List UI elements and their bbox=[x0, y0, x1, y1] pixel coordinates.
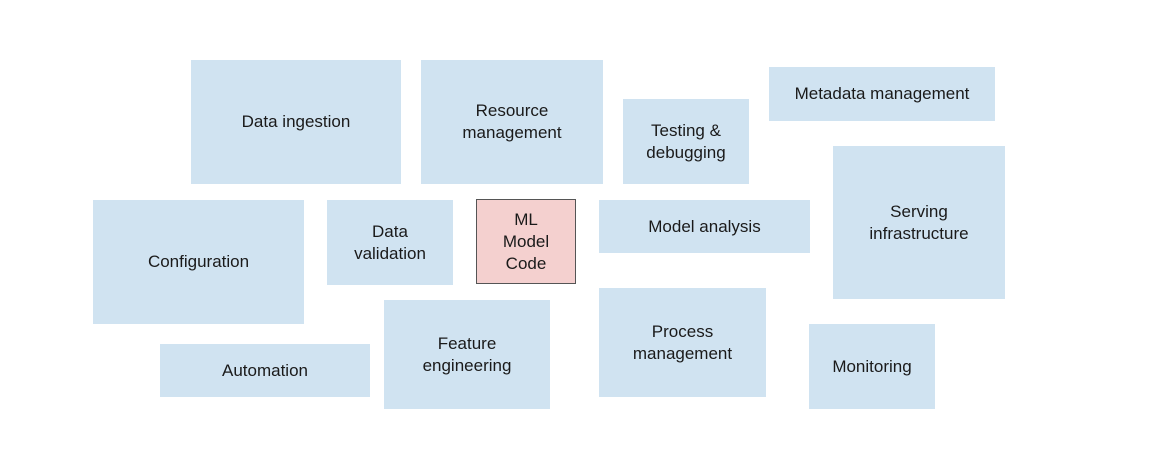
serving-infrastructure-label: Serving infrastructure bbox=[869, 201, 969, 243]
process-management-box: Process management bbox=[599, 288, 766, 397]
process-management-label: Process management bbox=[632, 321, 733, 363]
resource-management-label: Resource management bbox=[462, 101, 562, 142]
monitoring-label: Monitoring bbox=[832, 356, 912, 376]
metadata-management-box: Metadata management bbox=[769, 67, 995, 121]
metadata-management-label: Metadata management bbox=[794, 84, 970, 103]
configuration-box: Configuration bbox=[93, 200, 304, 324]
resource-management-box: Resource management bbox=[421, 60, 603, 184]
feature-engineering-label: Feature engineering bbox=[422, 333, 512, 375]
feature-engineering-box: Feature engineering bbox=[384, 300, 550, 409]
ml-model-code-label: ML Model Code bbox=[502, 209, 550, 273]
model-analysis-label: Model analysis bbox=[648, 216, 761, 236]
testing-debugging-box: Testing & debugging bbox=[623, 99, 749, 184]
data-validation-label: Data validation bbox=[354, 221, 426, 263]
serving-infrastructure-box: Serving infrastructure bbox=[833, 146, 1005, 299]
monitoring-box: Monitoring bbox=[809, 324, 935, 409]
automation-box: Automation bbox=[160, 344, 370, 397]
model-analysis-box: Model analysis bbox=[599, 200, 810, 253]
data-ingestion-label: Data ingestion bbox=[241, 112, 351, 131]
data-ingestion-box: Data ingestion bbox=[191, 60, 401, 184]
data-validation-box: Data validation bbox=[327, 200, 453, 285]
automation-label: Automation bbox=[222, 360, 308, 380]
testing-debugging-label: Testing & debugging bbox=[646, 120, 726, 162]
configuration-label: Configuration bbox=[147, 252, 250, 271]
ml-model-code-box: ML Model Code bbox=[476, 199, 576, 284]
